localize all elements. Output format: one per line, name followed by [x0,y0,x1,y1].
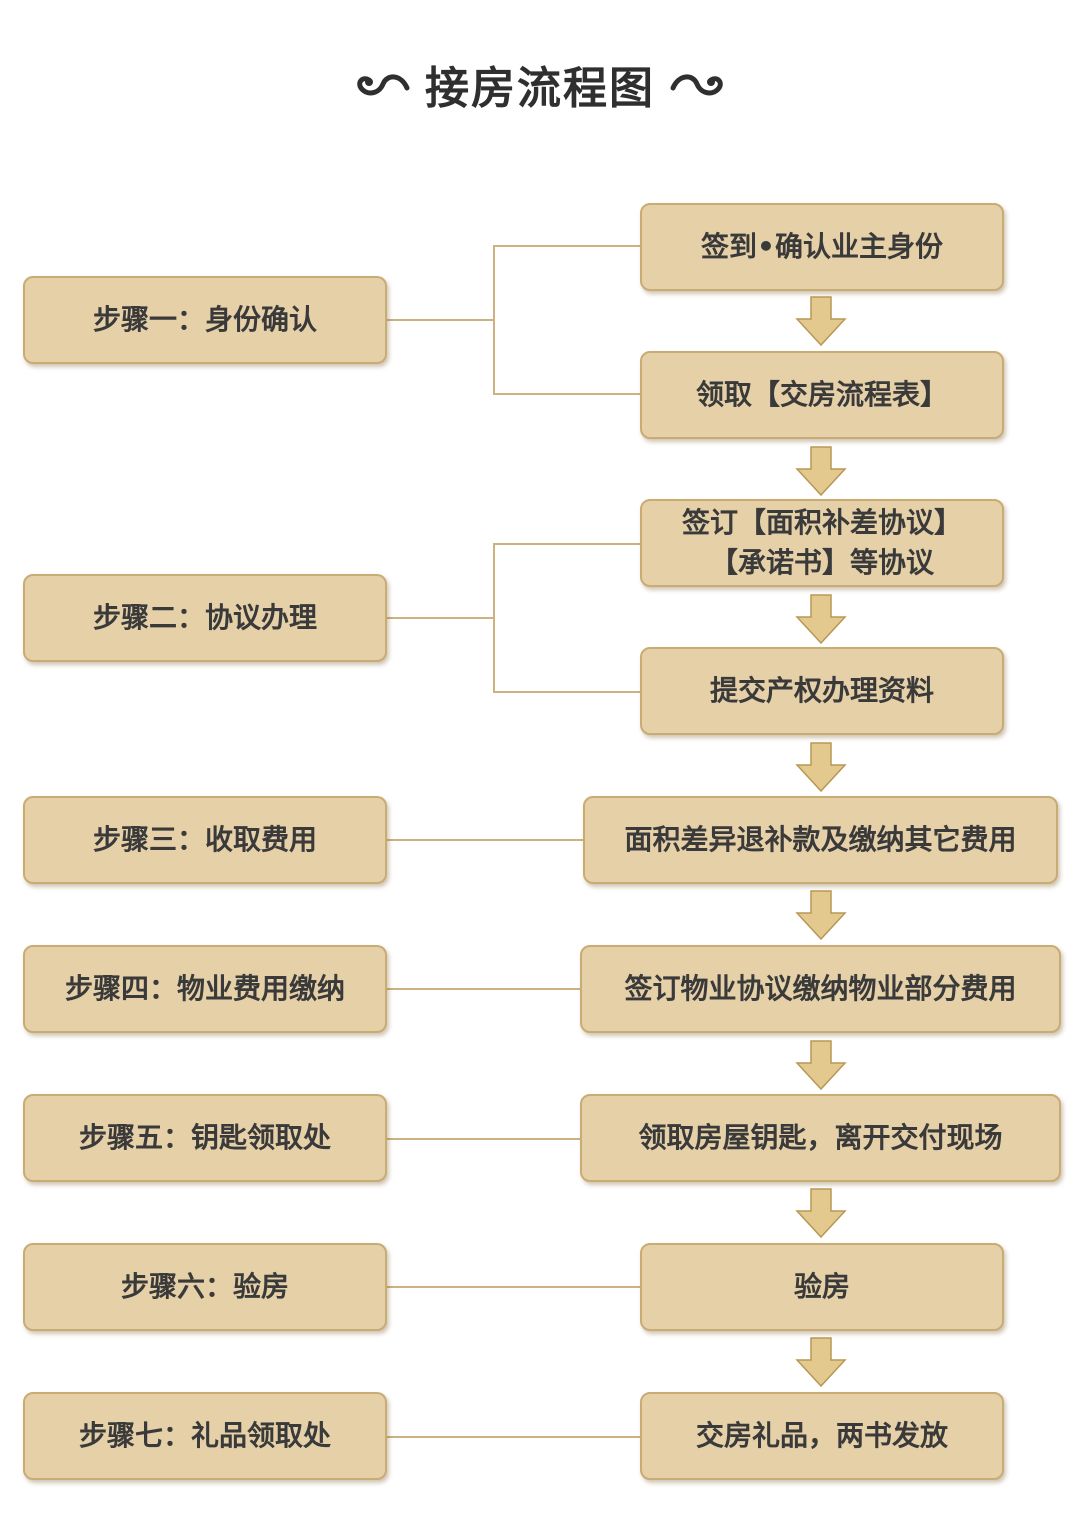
connector-step-4 [386,988,581,990]
connector-step-1-bottom [493,393,641,395]
action-gift-documents-label: 交房礼品，两书发放 [695,1419,948,1452]
step-6-label: 步骤六：验房 [120,1270,289,1303]
down-arrow-icon [795,594,847,645]
step-2-box: 步骤二：协议办理 [23,574,387,662]
step-4-box: 步骤四：物业费用缴纳 [23,945,387,1033]
action-submit-documents-label: 提交产权办理资料 [709,674,934,707]
action-inspect-house-label: 验房 [793,1270,850,1303]
action-area-settlement-box: 面积差异退补款及缴纳其它费用 [583,796,1058,884]
down-arrow-icon [795,742,847,793]
step-2-label: 步骤二：协议办理 [92,601,317,634]
action-gift-documents-box: 交房礼品，两书发放 [640,1392,1004,1480]
connector-step-3 [386,839,584,841]
step-5-box: 步骤五：钥匙领取处 [23,1094,387,1182]
down-arrow-icon [795,446,847,497]
step-1-label: 步骤一：身份确认 [92,303,317,336]
connector-step-5 [386,1138,581,1140]
action-collect-keys-box: 领取房屋钥匙，离开交付现场 [580,1094,1061,1182]
action-property-fee-box: 签订物业协议缴纳物业部分费用 [580,945,1061,1033]
action-sign-agreements-line-2: 【承诺书】等协议 [709,546,934,579]
connector-step-7 [386,1436,641,1438]
connector-step-1-stem [386,319,494,321]
connector-step-6 [386,1286,641,1288]
page-title: 接房流程图 [425,63,655,114]
action-sign-agreements-line-1: 签订【面积补差协议】 [681,506,962,539]
step-7-label: 步骤七：礼品领取处 [78,1419,331,1452]
connector-step-2-bottom [493,691,641,693]
right-flourish-icon [670,74,723,96]
action-collect-form-box: 领取【交房流程表】 [640,351,1004,439]
action-area-settlement-label: 面积差异退补款及缴纳其它费用 [624,823,1017,856]
step-1-box: 步骤一：身份确认 [23,276,387,364]
down-arrow-icon [795,1337,847,1388]
step-3-box: 步骤三：收取费用 [23,796,387,884]
connector-step-2-stem [386,617,494,619]
step-6-box: 步骤六：验房 [23,1243,387,1331]
action-checkin-box: 签到•确认业主身份 [640,203,1004,291]
left-flourish-icon [357,74,410,96]
connector-step-2-bracket [493,543,495,693]
down-arrow-icon [795,296,847,347]
step-3-label: 步骤三：收取费用 [92,823,317,856]
action-submit-documents-box: 提交产权办理资料 [640,647,1004,735]
connector-step-2-top [493,543,641,545]
action-property-fee-label: 签订物业协议缴纳物业部分费用 [624,972,1017,1005]
down-arrow-icon [795,1040,847,1091]
down-arrow-icon [795,1188,847,1239]
action-checkin-label: 签到•确认业主身份 [701,230,943,263]
title-bar: 接房流程图 [0,52,1080,116]
connector-step-1-bracket [493,245,495,395]
action-inspect-house-box: 验房 [640,1243,1004,1331]
action-collect-keys-label: 领取房屋钥匙，离开交付现场 [638,1121,1003,1154]
step-5-label: 步骤五：钥匙领取处 [78,1121,331,1154]
step-7-box: 步骤七：礼品领取处 [23,1392,387,1480]
action-sign-agreements-box: 签订【面积补差协议】 【承诺书】等协议 [640,499,1004,587]
step-4-label: 步骤四：物业费用缴纳 [64,972,345,1005]
action-collect-form-label: 领取【交房流程表】 [695,378,948,411]
down-arrow-icon [795,890,847,941]
connector-step-1-top [493,245,641,247]
